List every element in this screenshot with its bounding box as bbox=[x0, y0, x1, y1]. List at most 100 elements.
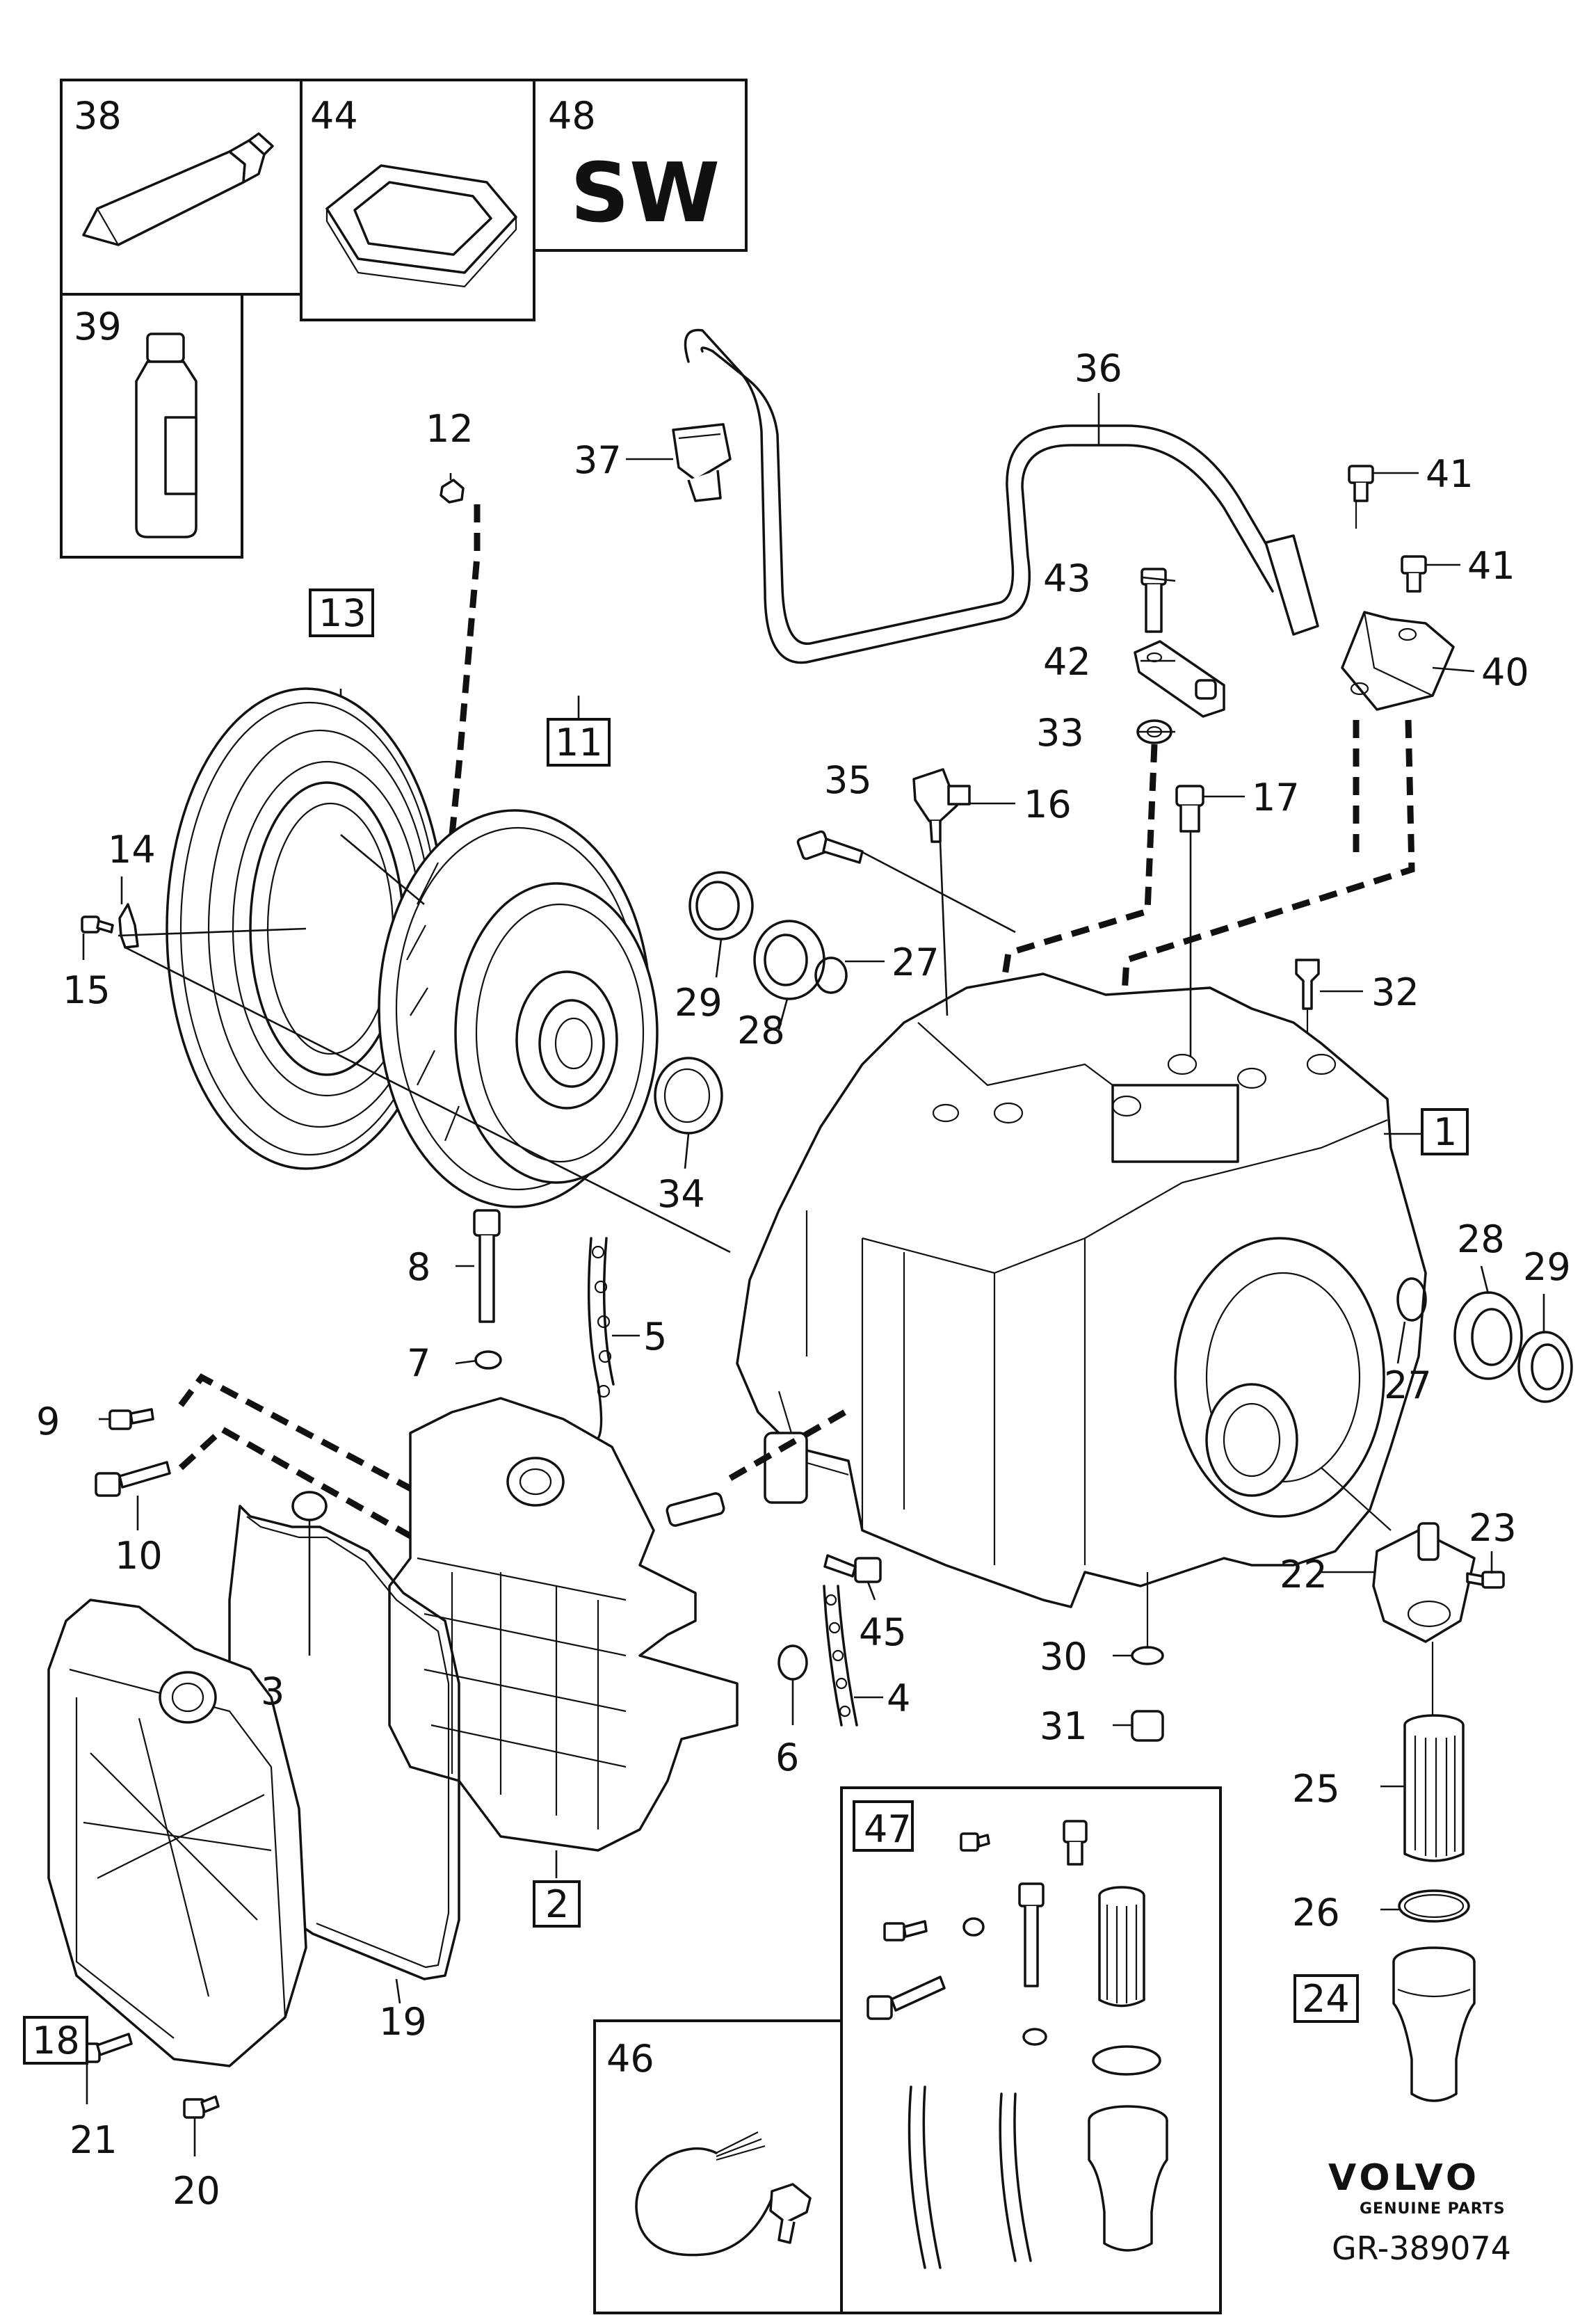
part-6-oring[interactable] bbox=[777, 1644, 808, 1681]
part-16-sensor[interactable] bbox=[912, 768, 971, 843]
part-36-vent-hose[interactable] bbox=[684, 328, 1319, 664]
part-4-gasket[interactable] bbox=[823, 1585, 858, 1727]
label-31[interactable]: 31 bbox=[1040, 1704, 1088, 1748]
label-22[interactable]: 22 bbox=[1280, 1553, 1328, 1596]
label-10[interactable]: 10 bbox=[115, 1534, 163, 1578]
kit-box-46[interactable]: 46 bbox=[593, 2019, 843, 2314]
part-11-torque-converter[interactable] bbox=[378, 809, 659, 1208]
leader-axis-main bbox=[118, 927, 731, 1254]
label-41-lower[interactable]: 41 bbox=[1467, 544, 1515, 588]
label-4[interactable]: 4 bbox=[887, 1676, 910, 1720]
boxed-label-24[interactable]: 24 bbox=[1293, 1974, 1359, 2023]
kit-box-47[interactable]: 47 bbox=[840, 1786, 1222, 2314]
part-23-bolt[interactable] bbox=[1466, 1571, 1505, 1589]
part-27-oring-upper[interactable] bbox=[814, 956, 848, 994]
part-7-washer[interactable] bbox=[474, 1350, 502, 1370]
label-30[interactable]: 30 bbox=[1040, 1635, 1088, 1679]
label-8[interactable]: 8 bbox=[407, 1245, 430, 1289]
label-16[interactable]: 16 bbox=[1024, 783, 1072, 826]
part-41-bolt-upper[interactable] bbox=[1348, 465, 1374, 502]
label-5[interactable]: 5 bbox=[643, 1315, 667, 1359]
boxed-label-2[interactable]: 2 bbox=[533, 1880, 581, 1928]
part-27-oring-right[interactable] bbox=[1396, 1277, 1427, 1322]
part-15-screw[interactable] bbox=[81, 915, 114, 934]
part-43-bolt[interactable] bbox=[1140, 568, 1167, 633]
part-24-filter-cover[interactable] bbox=[1392, 1946, 1476, 2102]
label-9[interactable]: 9 bbox=[36, 1400, 60, 1443]
part-34-ring[interactable] bbox=[654, 1057, 723, 1135]
kit-box-38[interactable]: 38 bbox=[60, 79, 303, 296]
label-27-right[interactable]: 27 bbox=[1384, 1363, 1432, 1407]
part-37-clip[interactable] bbox=[672, 423, 732, 502]
kit-box-39[interactable]: 39 bbox=[60, 293, 243, 559]
part-32-breather[interactable] bbox=[1295, 959, 1320, 1010]
label-12[interactable]: 12 bbox=[426, 407, 474, 451]
label-43[interactable]: 43 bbox=[1043, 557, 1091, 600]
part-3-oring[interactable] bbox=[291, 1491, 328, 1521]
label-36[interactable]: 36 bbox=[1074, 346, 1122, 390]
label-3[interactable]: 3 bbox=[261, 1670, 284, 1713]
part-31-drain-plug[interactable] bbox=[1131, 1710, 1164, 1742]
label-26[interactable]: 26 bbox=[1292, 1891, 1340, 1935]
part-25-oil-filter[interactable] bbox=[1403, 1714, 1465, 1862]
label-37[interactable]: 37 bbox=[574, 438, 622, 482]
label-45[interactable]: 45 bbox=[859, 1610, 907, 1654]
part-45-bolt[interactable] bbox=[823, 1554, 882, 1583]
part-14-washer[interactable] bbox=[118, 903, 139, 949]
label-17[interactable]: 17 bbox=[1252, 776, 1300, 819]
label-7[interactable]: 7 bbox=[407, 1341, 430, 1385]
kit-box-44[interactable]: 44 bbox=[300, 79, 535, 321]
label-15[interactable]: 15 bbox=[63, 968, 111, 1012]
part-28-seal-right[interactable] bbox=[1453, 1291, 1523, 1380]
label-27-upper[interactable]: 27 bbox=[892, 940, 940, 984]
part-29-circlip-right[interactable] bbox=[1517, 1331, 1573, 1403]
label-35[interactable]: 35 bbox=[824, 758, 872, 802]
part-9-screw[interactable] bbox=[108, 1408, 154, 1430]
part-20-screw[interactable] bbox=[183, 2095, 220, 2119]
part-12-plug[interactable] bbox=[440, 479, 465, 504]
boxed-label-13[interactable]: 13 bbox=[309, 588, 374, 637]
part-5-gasket[interactable] bbox=[587, 1237, 615, 1441]
label-32[interactable]: 32 bbox=[1371, 970, 1419, 1014]
part-41-bolt-lower[interactable] bbox=[1401, 555, 1427, 593]
part-8-bolt[interactable] bbox=[473, 1209, 501, 1323]
label-41-upper[interactable]: 41 bbox=[1426, 452, 1474, 496]
label-28-upper[interactable]: 28 bbox=[737, 1009, 785, 1052]
label-40[interactable]: 40 bbox=[1481, 650, 1529, 694]
label-29-upper[interactable]: 29 bbox=[675, 981, 723, 1025]
kit-48-sw-text: SW bbox=[570, 145, 720, 241]
boxed-label-18[interactable]: 18 bbox=[23, 2016, 88, 2065]
label-23[interactable]: 23 bbox=[1469, 1506, 1517, 1550]
part-29-circlip-upper[interactable] bbox=[688, 871, 754, 940]
part-35-bolt[interactable] bbox=[796, 830, 864, 864]
part-26-oring[interactable] bbox=[1398, 1889, 1470, 1923]
part-1-transmission-housing[interactable] bbox=[736, 972, 1427, 1608]
label-24-text: 24 bbox=[1302, 1977, 1350, 2021]
label-29-right[interactable]: 29 bbox=[1523, 1245, 1571, 1289]
label-19[interactable]: 19 bbox=[379, 2000, 427, 2044]
label-21[interactable]: 21 bbox=[70, 2118, 118, 2162]
gasket-frame-icon bbox=[325, 164, 517, 288]
label-14[interactable]: 14 bbox=[108, 828, 156, 872]
label-11-text: 11 bbox=[555, 721, 603, 764]
label-42[interactable]: 42 bbox=[1043, 640, 1091, 684]
label-6[interactable]: 6 bbox=[775, 1736, 799, 1779]
dashed-guide-40 bbox=[1120, 719, 1415, 1016]
part-22-filter-housing[interactable] bbox=[1372, 1522, 1476, 1643]
boxed-label-1[interactable]: 1 bbox=[1421, 1108, 1469, 1155]
label-33[interactable]: 33 bbox=[1036, 711, 1084, 755]
part-10-bolt[interactable] bbox=[95, 1461, 171, 1497]
label-34[interactable]: 34 bbox=[657, 1172, 705, 1216]
label-25[interactable]: 25 bbox=[1292, 1767, 1340, 1811]
part-17-plug[interactable] bbox=[1175, 785, 1204, 833]
part-18-oil-pan[interactable] bbox=[47, 1599, 307, 2067]
label-28-right[interactable]: 28 bbox=[1457, 1217, 1505, 1261]
label-20[interactable]: 20 bbox=[172, 2169, 220, 2213]
part-42-bracket[interactable] bbox=[1134, 640, 1225, 718]
kit-box-48[interactable]: 48 SW bbox=[533, 79, 748, 252]
part-40-bracket[interactable] bbox=[1341, 611, 1455, 711]
part-30-washer[interactable] bbox=[1131, 1646, 1164, 1665]
part-28-seal-upper[interactable] bbox=[753, 920, 825, 1000]
boxed-label-11[interactable]: 11 bbox=[547, 718, 611, 767]
part-2-valve-body[interactable] bbox=[388, 1397, 739, 1852]
